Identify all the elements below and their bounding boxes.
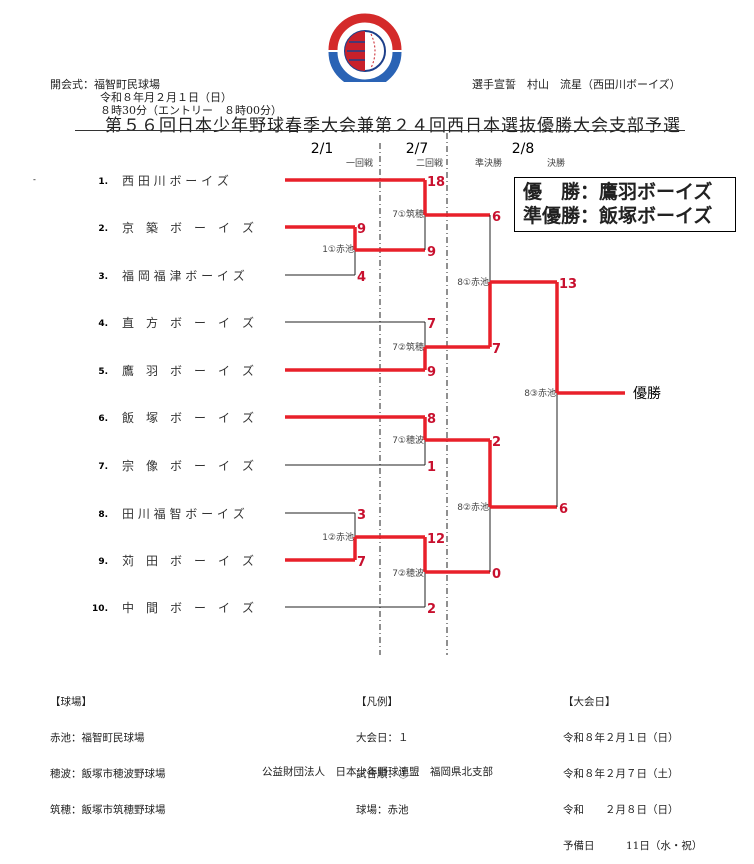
score-g3-bottom: 9 xyxy=(427,245,436,260)
notation-legend: 【凡例】 大会日：１ 試合順：① 球場：赤池 xyxy=(356,672,409,828)
score-g3-top: 18 xyxy=(427,175,445,190)
dot-mark: - xyxy=(33,175,36,184)
opening-venue: 開会式：福智町民球場 xyxy=(50,78,160,91)
opening-time: ８時30分（エントリー ８時00分） xyxy=(100,104,282,117)
score-final-top: 13 xyxy=(559,277,577,292)
score-final-bottom: 6 xyxy=(559,502,568,517)
tournament-days: 【大会日】 令和８年２月１日（日） 令和８年２月７日（土） 令和 ２月８日（日）… xyxy=(563,672,702,864)
team-number: 1. xyxy=(98,177,108,187)
score-g5-bottom: 1 xyxy=(427,460,436,475)
team-number: 10. xyxy=(92,604,108,614)
score-g1-bottom: 4 xyxy=(357,270,366,285)
team-name: 京 築 ボ ー イ ズ xyxy=(122,220,254,235)
tournament-bracket: 2/1 2/7 2/8 一回戦 二回戦 準決勝 決勝 - 1. 西 田 川 ボ ー… xyxy=(33,133,661,655)
game-label-g4: 7②筑穂 xyxy=(392,341,424,353)
opening-date: 令和８年月２月１日（日） xyxy=(100,91,232,104)
game-label-g2: 1②赤池 xyxy=(322,531,354,543)
game-label-sf2: 8②赤池 xyxy=(457,501,489,513)
team-name: 西 田 川 ボ ー イ ズ xyxy=(122,173,229,188)
score-g4-top: 7 xyxy=(427,317,436,332)
team-number: 9. xyxy=(98,557,108,567)
date-round2: 2/7 xyxy=(406,141,429,157)
team-name: 鷹 羽 ボ ー イ ズ xyxy=(122,363,254,378)
team-name: 苅 田 ボ ー イ ズ xyxy=(122,553,254,568)
game-label-g5: 7①穂波 xyxy=(392,434,424,446)
team-number: 4. xyxy=(98,319,108,329)
player-oath: 選手宣誓 村山 流星（西田川ボーイズ） xyxy=(472,78,681,91)
venue-item: 赤池：福智町民球場 xyxy=(50,732,145,744)
organizer: 公益財団法人 日本少年野球連盟 福岡県北支部 xyxy=(262,766,493,778)
team-name: 中 間 ボ ー イ ズ xyxy=(122,600,254,615)
days-title: 【大会日】 xyxy=(563,696,616,708)
champions-box: 優 勝：鷹羽ボーイズ 準優勝：飯塚ボーイズ xyxy=(514,177,736,232)
day-item: 令和８年２月１日（日） xyxy=(563,732,679,744)
team-number: 2. xyxy=(98,224,108,234)
team-name: 田 川 福 智 ボ ー イ ズ xyxy=(122,506,245,521)
team-number: 6. xyxy=(98,414,108,424)
game-label-g3: 7①筑穂 xyxy=(392,208,424,220)
team-number: 3. xyxy=(98,272,108,282)
legend-item: 大会日：１ xyxy=(356,732,409,744)
team-name: 飯 塚 ボ ー イ ズ xyxy=(122,410,254,425)
venues-title: 【球場】 xyxy=(50,696,92,708)
venue-item: 穂波：飯塚市穂波野球場 xyxy=(50,768,166,780)
score-g6-top: 12 xyxy=(427,532,445,547)
page-title: 第５６回日本少年野球春季大会兼第２４回西日本選抜優勝大会支部予選 xyxy=(105,116,681,136)
score-g2-top: 3 xyxy=(357,508,366,523)
game-label-g6: 7②穂波 xyxy=(392,567,424,579)
score-g4-bottom: 9 xyxy=(427,365,436,380)
score-sf2-top: 2 xyxy=(492,435,501,450)
day-item: 予備日 11日（水・祝） xyxy=(563,840,703,852)
team-name: 宗 像 ボ ー イ ズ xyxy=(122,458,254,473)
game-label-sf1: 8①赤池 xyxy=(457,276,489,288)
round-label-sf: 準決勝 xyxy=(475,157,502,169)
venues-legend: 【球場】 赤池：福智町民球場 穂波：飯塚市穂波野球場 筑穂：飯塚市筑穂野球場 xyxy=(50,672,166,828)
opening-ceremony: 開会式：福智町民球場 令和８年月２月１日（日） ８時30分（エントリー ８時00… xyxy=(50,78,282,117)
team-name: 直 方 ボ ー イ ズ xyxy=(122,315,254,330)
venue-item: 筑穂：飯塚市筑穂野球場 xyxy=(50,804,166,816)
runner-up-text: 準優勝：飯塚ボーイズ xyxy=(523,205,713,227)
team-name: 福 岡 福 津 ボ ー イ ズ xyxy=(122,268,245,283)
date-round1: 2/1 xyxy=(311,141,334,157)
game-label-final: 8③赤池 xyxy=(524,387,556,399)
day-item: 令和８年２月７日（土） xyxy=(563,768,679,780)
boys-league-logo xyxy=(325,12,405,89)
winner-text: 優 勝：鷹羽ボーイズ xyxy=(523,181,713,203)
score-g2-bottom: 7 xyxy=(357,555,366,570)
date-round3: 2/8 xyxy=(512,141,535,157)
score-g1-top: 9 xyxy=(357,222,366,237)
round-label-r2: 二回戦 xyxy=(416,157,443,169)
score-sf1-bottom: 7 xyxy=(492,342,501,357)
round-label-r1: 一回戦 xyxy=(346,157,373,169)
score-sf1-top: 6 xyxy=(492,210,501,225)
score-g5-top: 8 xyxy=(427,412,436,427)
champion-label: 優勝 xyxy=(633,386,661,402)
round-label-final: 決勝 xyxy=(547,157,565,169)
legend-item: 球場：赤池 xyxy=(356,804,409,816)
score-sf2-bottom: 0 xyxy=(492,567,501,582)
title-underline xyxy=(75,130,685,131)
day-item: 令和 ２月８日（日） xyxy=(563,804,679,816)
legend-title: 【凡例】 xyxy=(356,696,398,708)
team-number: 8. xyxy=(98,510,108,520)
score-g6-bottom: 2 xyxy=(427,602,436,617)
team-number: 7. xyxy=(98,462,108,472)
team-number: 5. xyxy=(98,367,108,377)
game-label-g1: 1①赤池 xyxy=(322,243,354,255)
legend-item: 試合順：① xyxy=(356,768,409,780)
